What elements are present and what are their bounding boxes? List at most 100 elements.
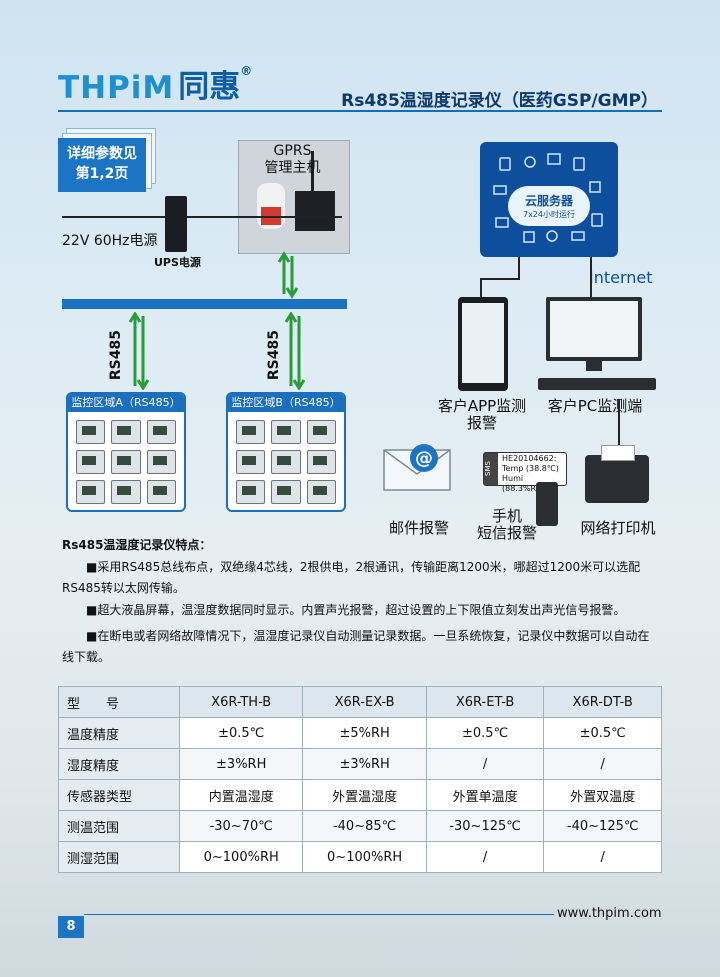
sms-line-2: Temp (38.8℃) bbox=[502, 464, 559, 473]
table-row: 传感器类型 内置温湿度 外置温湿度 外置单温度 外置双温度 bbox=[58, 779, 662, 811]
table-cell: / bbox=[543, 841, 662, 873]
mobile-phone-icon bbox=[536, 482, 558, 526]
table-row: 测湿范围 0~100%RH 0~100%RH / / bbox=[58, 841, 662, 873]
table-header-cell: X6R-EX-B bbox=[302, 686, 427, 718]
cloud-wire bbox=[518, 257, 520, 279]
ups-label: UPS电源 bbox=[154, 256, 201, 269]
gprs-host-photo bbox=[238, 140, 350, 254]
rs485-label-left: RS485 bbox=[108, 330, 124, 381]
gprs-bus-arrow bbox=[277, 251, 299, 299]
cloud-server-icon: 云服务器 7x24小时运行 bbox=[508, 186, 590, 226]
table-header-cell: X6R-DT-B bbox=[543, 686, 662, 718]
sms-line-1: HE20104662: bbox=[502, 454, 557, 463]
table-cell: / bbox=[425, 841, 545, 873]
table-cell: / bbox=[425, 748, 545, 780]
sms-caption-1: 手机 bbox=[491, 507, 522, 525]
antenna-icon bbox=[311, 151, 314, 191]
mobile-app-icon bbox=[458, 297, 508, 391]
cloud-subtitle: 7x24小时运行 bbox=[522, 210, 575, 219]
detail-parameters-tag: 详细参数见 第1,2页 bbox=[58, 138, 146, 192]
registered-mark: ® bbox=[240, 64, 253, 78]
recorder-device-icon bbox=[271, 420, 301, 444]
page-number: 8 bbox=[58, 916, 84, 938]
recorder-device-icon bbox=[236, 420, 266, 444]
feature-paragraph-1: ■采用RS485总线布点，双绝缘4芯线，2根供电，2根通讯，传输距离1200米，… bbox=[62, 560, 641, 595]
table-header-row: 型 号 X6R-TH-B X6R-EX-B X6R-ET-B X6R-DT-B bbox=[58, 686, 662, 718]
table-row-label: 传感器类型 bbox=[58, 779, 180, 811]
tag-line-1: 详细参数见 bbox=[67, 146, 137, 162]
gprs-label-2: 管理主机 bbox=[264, 160, 321, 176]
table-cell: ±3%RH bbox=[178, 748, 304, 780]
mail-caption: 邮件报警 bbox=[388, 519, 449, 537]
recorder-device-icon bbox=[236, 480, 266, 504]
page-title: Rs485温湿度记录仪（医药GSP/GMP） bbox=[341, 91, 658, 111]
table-header-cell: X6R-TH-B bbox=[178, 686, 304, 718]
brand-logo: THPiM 同惠 ® bbox=[58, 64, 253, 106]
printer-caption: 网络打印机 bbox=[580, 519, 656, 537]
header-divider bbox=[58, 110, 662, 112]
recorder-device-icon bbox=[146, 480, 176, 504]
features-title: Rs485温湿度记录仪特点： bbox=[62, 538, 212, 552]
zone-b-title: 监控区域B（RS485） bbox=[228, 394, 344, 412]
sms-line-3: Humi (88.3%RH) bbox=[502, 474, 546, 493]
rs485-label-right: RS485 bbox=[266, 330, 282, 381]
gprs-label: GPRS 管理主机 bbox=[240, 143, 345, 177]
recorder-device-icon bbox=[76, 450, 106, 474]
ups-icon bbox=[165, 196, 187, 252]
cloud-title: 云服务器 bbox=[524, 194, 573, 208]
table-cell: ±0.5℃ bbox=[425, 717, 545, 749]
recorder-device-icon bbox=[146, 450, 176, 474]
table-row-label: 湿度精度 bbox=[58, 748, 180, 780]
pc-monitor-icon bbox=[546, 297, 642, 377]
recorder-device-icon bbox=[76, 420, 106, 444]
table-row-label: 测温范围 bbox=[58, 810, 180, 842]
table-cell: -30~70℃ bbox=[178, 810, 304, 842]
app-caption-2: 报警 bbox=[466, 414, 497, 432]
table-cell: 外置单温度 bbox=[425, 779, 545, 811]
sms-label: SMS bbox=[484, 453, 498, 485]
sms-caption: 手机 短信报警 bbox=[472, 508, 542, 542]
table-cell: ±0.5℃ bbox=[178, 717, 304, 749]
recorder-device-icon bbox=[111, 450, 141, 474]
sms-caption-2: 短信报警 bbox=[476, 524, 537, 542]
recorder-device-icon bbox=[111, 480, 141, 504]
recorder-device-icon bbox=[236, 450, 266, 474]
monitor-zone-b: 监控区域B（RS485） bbox=[226, 392, 346, 512]
cloud-wire bbox=[590, 257, 592, 297]
table-header-cell: X6R-ET-B bbox=[425, 686, 545, 718]
table-cell: 0~100%RH bbox=[302, 841, 427, 873]
recorder-device-icon bbox=[306, 480, 336, 504]
recorder-device-icon bbox=[306, 420, 336, 444]
recorder-device-icon bbox=[306, 450, 336, 474]
printer-wire bbox=[618, 400, 620, 456]
table-row: 测温范围 -30~70℃ -40~85℃ -30~125℃ -40~125℃ bbox=[58, 810, 662, 842]
cloud-wire bbox=[480, 278, 482, 298]
table-cell: -40~125℃ bbox=[543, 810, 662, 842]
recorder-device-icon bbox=[271, 450, 301, 474]
footer-url[interactable]: www.thpim.com bbox=[557, 906, 662, 921]
tag-line-2: 第1,2页 bbox=[75, 166, 129, 182]
feature-paragraph-2: ■超大液晶屏幕，温湿度数据同时显示。内置声光报警，超过设置的上下限值立刻发出声光… bbox=[86, 603, 626, 617]
table-cell: 外置双温度 bbox=[543, 779, 662, 811]
table-cell: -30~125℃ bbox=[425, 810, 545, 842]
zone-a-title: 监控区域A（RS485） bbox=[68, 394, 184, 412]
feature-paragraph-3: ■在断电或者网络故障情况下，温湿度记录仪自动测量记录数据。一旦系统恢复，记录仪中… bbox=[62, 629, 650, 664]
footer-divider bbox=[84, 914, 554, 915]
app-caption: 客户APP监测 报警 bbox=[432, 398, 532, 432]
logo-text-en: THPiM bbox=[58, 70, 175, 106]
power-line bbox=[62, 216, 342, 218]
table-cell: 内置温湿度 bbox=[178, 779, 304, 811]
spec-table: 型 号 X6R-TH-B X6R-EX-B X6R-ET-B X6R-DT-B … bbox=[58, 686, 662, 873]
table-row-label: 测湿范围 bbox=[58, 841, 180, 873]
network-printer-icon bbox=[585, 445, 649, 503]
logo-text-cn: 同惠 bbox=[178, 69, 241, 105]
keyboard-icon bbox=[538, 378, 656, 390]
table-cell: ±5%RH bbox=[302, 717, 427, 749]
table-cell: ±3%RH bbox=[302, 748, 427, 780]
recorder-device-icon bbox=[271, 480, 301, 504]
zone-a-arrow bbox=[128, 312, 150, 390]
email-icon: @ bbox=[383, 444, 451, 491]
gprs-module-icon bbox=[295, 191, 335, 231]
table-row: 温度精度 ±0.5℃ ±5%RH ±0.5℃ ±0.5℃ bbox=[58, 717, 662, 749]
recorder-device-icon bbox=[111, 420, 141, 444]
